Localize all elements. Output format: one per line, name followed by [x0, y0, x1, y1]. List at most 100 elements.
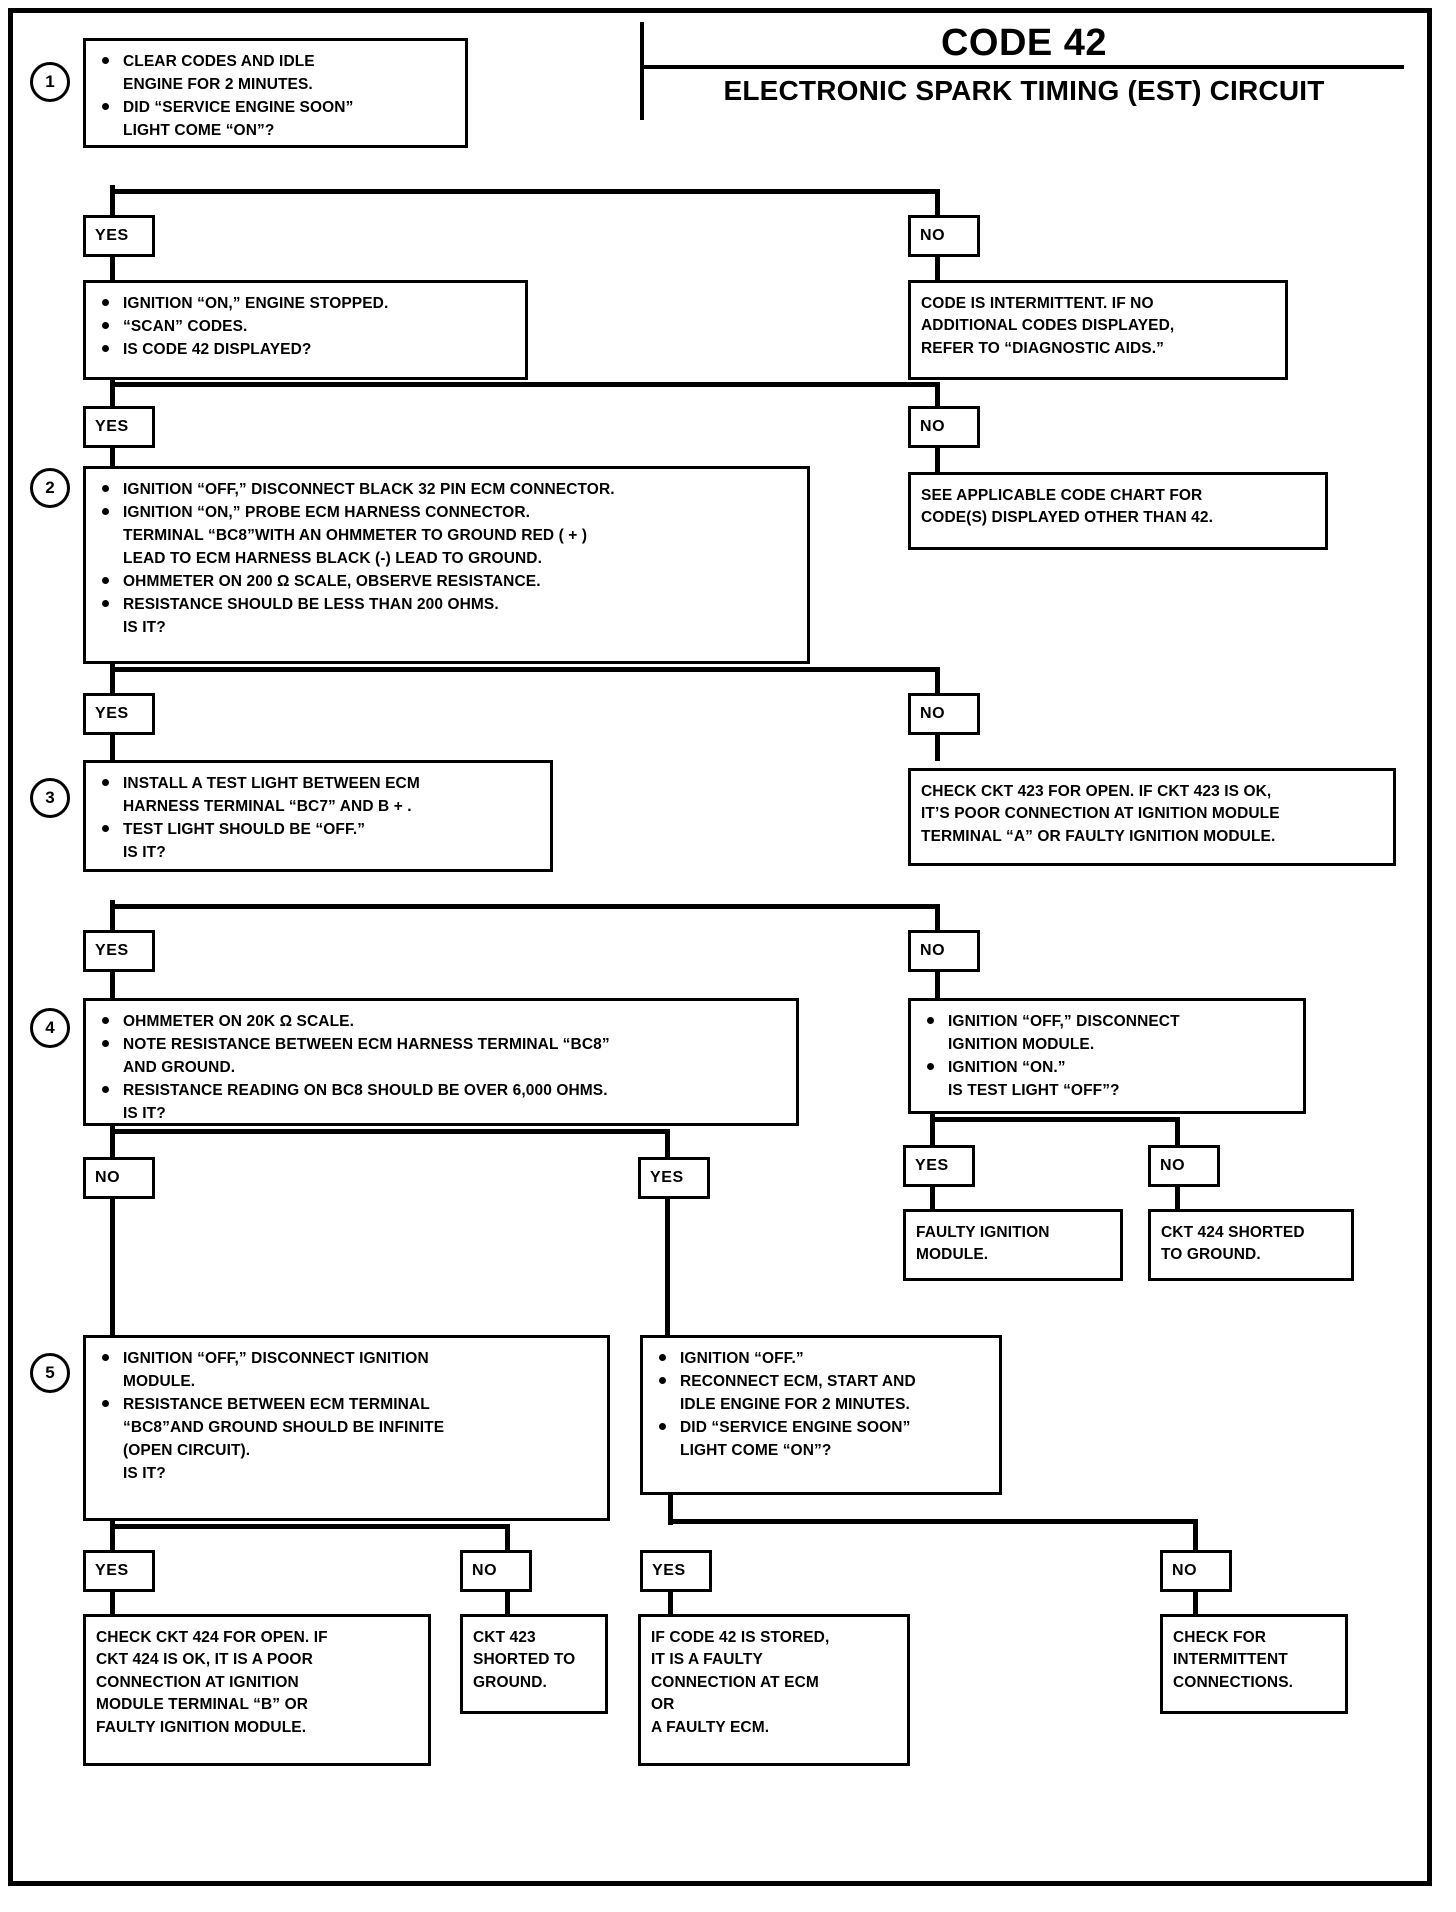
branch-label-no-3: NO: [908, 693, 980, 735]
bullet-icon: [659, 1354, 666, 1361]
node-line: CKT 424 SHORTED: [1161, 1224, 1305, 1241]
node-line: IGNITION “OFF,” DISCONNECT: [921, 1011, 1293, 1033]
step-number-2: 2: [30, 468, 70, 508]
node-check-ckt423-open: CHECK CKT 423 FOR OPEN. IF CKT 423 IS OK…: [908, 768, 1396, 866]
node-lines: IGNITION “OFF.” RECONNECT ECM, START AND…: [653, 1348, 989, 1462]
node-line: IDLE ENGINE FOR 2 MINUTES.: [680, 1396, 910, 1413]
node-check-ckt424-open: CHECK CKT 424 FOR OPEN. IF CKT 424 IS OK…: [83, 1614, 431, 1766]
node-line: NOTE RESISTANCE BETWEEN ECM HARNESS TERM…: [96, 1034, 786, 1056]
chart-code-title: CODE 42: [940, 22, 1108, 64]
connector: [930, 1113, 935, 1145]
node-line: OR: [651, 1696, 675, 1714]
connector: [110, 970, 115, 998]
connector: [110, 667, 940, 672]
node-line: MODULE.: [123, 1373, 196, 1390]
connector: [1193, 1590, 1198, 1616]
branch-label-no-2: NO: [908, 406, 980, 448]
connector: [930, 1185, 935, 1211]
node-ckt424-shorted-to-ground: CKT 424 SHORTED TO GROUND.: [1148, 1209, 1354, 1281]
branch-label-no-ign-module: NO: [1148, 1145, 1220, 1187]
node-line: LIGHT COME “ON”?: [680, 1442, 832, 1459]
connector: [1175, 1185, 1180, 1211]
node-lines: IGNITION “OFF,” DISCONNECT IGNITION MODU…: [96, 1348, 597, 1485]
node-line: IS TEST LIGHT “OFF”?: [948, 1082, 1120, 1099]
node-line: CODE(S) DISPLAYED OTHER THAN 42.: [921, 509, 1214, 527]
node-line: TEST LIGHT SHOULD BE “OFF.”: [96, 819, 540, 841]
node-line: IGNITION “OFF.”: [653, 1348, 989, 1370]
connector: [665, 1197, 670, 1337]
node-line: “BC8”AND GROUND SHOULD BE INFINITE: [123, 1419, 445, 1436]
node-line: IF CODE 42 IS STORED,: [651, 1629, 830, 1646]
connector: [110, 447, 115, 473]
node-line: IS CODE 42 DISPLAYED?: [96, 339, 515, 361]
node-line: IGNITION “OFF,” DISCONNECT IGNITION: [96, 1348, 597, 1370]
node-line: “SCAN” CODES.: [96, 316, 515, 338]
node-line: RESISTANCE BETWEEN ECM TERMINAL: [96, 1394, 597, 1416]
connector: [110, 900, 115, 930]
node-line: TERMINAL “A” OR FAULTY IGNITION MODULE.: [921, 827, 1276, 845]
title-block: CODE 42 ELECTRONIC SPARK TIMING (EST) CI…: [640, 22, 1404, 120]
node-line: CHECK CKT 424 FOR OPEN. IF: [96, 1629, 328, 1646]
branch-label-yes-4: YES: [83, 930, 155, 972]
bullet-icon: [102, 485, 109, 492]
node-line: AND GROUND.: [123, 1059, 236, 1076]
node-lines: INSTALL A TEST LIGHT BETWEEN ECM HARNESS…: [96, 773, 540, 864]
connector: [110, 382, 940, 387]
connector: [665, 1129, 670, 1157]
node-line: (OPEN CIRCUIT).: [123, 1442, 251, 1459]
connector: [935, 256, 940, 282]
node-line: FAULTY IGNITION MODULE.: [96, 1718, 307, 1736]
node-disconnect-ignition-module: IGNITION “OFF,” DISCONNECT IGNITION MODU…: [908, 998, 1306, 1114]
connector: [110, 733, 115, 761]
node-faulty-ignition-module: FAULTY IGNITION MODULE.: [903, 1209, 1123, 1281]
node-line: IGNITION “OFF,” DISCONNECT BLACK 32 PIN …: [96, 479, 797, 501]
page-border: [8, 8, 1432, 1886]
connector: [110, 904, 940, 909]
connector: [110, 1125, 115, 1157]
bullet-icon: [927, 1017, 934, 1024]
bullet-icon: [102, 57, 109, 64]
bullet-icon: [102, 1017, 109, 1024]
node-line: LIGHT COME “ON”?: [123, 122, 275, 139]
node-line: OHMMETER ON 200 Ω SCALE, OBSERVE RESISTA…: [96, 571, 797, 593]
node-ckt423-shorted-to-ground: CKT 423 SHORTED TO GROUND.: [460, 1614, 608, 1714]
node-line: IGNITION “ON,” ENGINE STOPPED.: [96, 293, 515, 315]
node-step2-ohmmeter-200: IGNITION “OFF,” DISCONNECT BLACK 32 PIN …: [83, 466, 810, 664]
node-code-intermittent: CODE IS INTERMITTENT. IF NO ADDITIONAL C…: [908, 280, 1288, 380]
connector: [110, 185, 115, 215]
branch-label-yes-1: YES: [83, 215, 155, 257]
branch-label-no-7: NO: [1160, 1550, 1232, 1592]
node-line: MODULE TERMINAL “B” OR: [96, 1696, 309, 1714]
node-line: FAULTY IGNITION: [916, 1224, 1050, 1241]
connector: [668, 1519, 1198, 1524]
branch-label-yes-6: YES: [83, 1550, 155, 1592]
branch-label-yes-2: YES: [83, 406, 155, 448]
bullet-icon: [102, 322, 109, 329]
connector: [110, 1590, 115, 1616]
node-line: TO GROUND.: [1161, 1246, 1261, 1264]
node-lines: IGNITION “ON,” ENGINE STOPPED. “SCAN” CO…: [96, 293, 515, 361]
node-line: SHORTED TO: [473, 1651, 576, 1669]
connector: [935, 733, 940, 761]
connector: [110, 1524, 510, 1529]
branch-label-no-4: NO: [908, 930, 980, 972]
node-line: LEAD TO ECM HARNESS BLACK (-) LEAD TO GR…: [123, 550, 542, 567]
node-line: CHECK FOR: [1173, 1629, 1267, 1646]
node-step3-test-light: INSTALL A TEST LIGHT BETWEEN ECM HARNESS…: [83, 760, 553, 872]
bullet-icon: [102, 1040, 109, 1047]
connector: [110, 1197, 115, 1337]
node-line: RECONNECT ECM, START AND: [653, 1371, 989, 1393]
node-lines: IGNITION “OFF,” DISCONNECT IGNITION MODU…: [921, 1011, 1293, 1102]
node-line: DID “SERVICE ENGINE SOON”: [653, 1417, 989, 1439]
node-line: RESISTANCE READING ON BC8 SHOULD BE OVER…: [96, 1080, 786, 1102]
node-line: IS IT?: [123, 1465, 166, 1482]
bullet-icon: [102, 577, 109, 584]
connector: [935, 382, 940, 406]
node-line: REFER TO “DIAGNOSTIC AIDS.”: [921, 339, 1164, 357]
connector: [110, 189, 940, 194]
node-lines: OHMMETER ON 20K Ω SCALE. NOTE RESISTANCE…: [96, 1011, 786, 1125]
bullet-icon: [102, 103, 109, 110]
node-line: RESISTANCE SHOULD BE LESS THAN 200 OHMS.: [96, 594, 797, 616]
bullet-icon: [102, 1400, 109, 1407]
